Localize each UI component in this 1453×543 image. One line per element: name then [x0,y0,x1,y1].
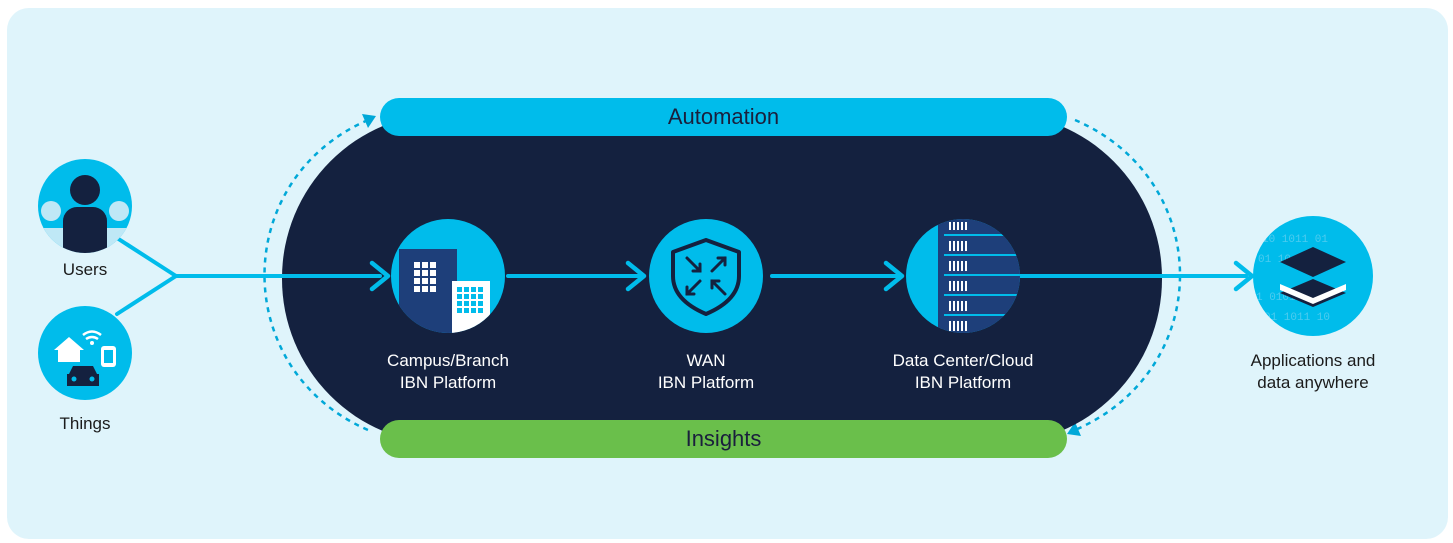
campus-branch-label: Campus/Branch IBN Platform [358,350,538,394]
wan-line2: IBN Platform [657,373,755,392]
things-icon [38,306,132,400]
building-icon [391,219,505,333]
flow-arrowhead-1 [369,260,391,292]
data-center-label: Data Center/Cloud IBN Platform [858,350,1068,394]
insights-band: Insights [380,420,1067,458]
wan-label: WAN IBN Platform [616,350,796,394]
feedback-arrowhead-bottom [1067,422,1081,436]
wan-line1: WAN [686,351,726,370]
automation-band: Automation [380,98,1067,136]
flow-arrowhead-4 [1233,260,1255,292]
campus-branch-line2: IBN Platform [399,373,497,392]
users-icon [38,159,132,253]
applications-line2: data anywhere [1257,373,1369,392]
things-label: Things [59,414,111,433]
applications-line1: Applications and [1250,351,1376,370]
svg-text:01 1011 10: 01 1011 10 [1264,312,1330,324]
flow-arrowhead-2 [625,260,647,292]
flow-arrowhead-3 [883,260,905,292]
shield-arrows-icon [649,219,763,333]
data-center-line1: Data Center/Cloud [892,351,1034,370]
applications-label: Applications and data anywhere [1218,350,1408,394]
svg-text:10 1011 01: 10 1011 01 [1262,234,1328,246]
feedback-arrowhead-top [362,114,376,128]
campus-branch-line1: Campus/Branch [387,351,509,370]
source-connectors [115,236,382,316]
users-label: Users [62,260,108,279]
data-center-line2: IBN Platform [914,373,1012,392]
